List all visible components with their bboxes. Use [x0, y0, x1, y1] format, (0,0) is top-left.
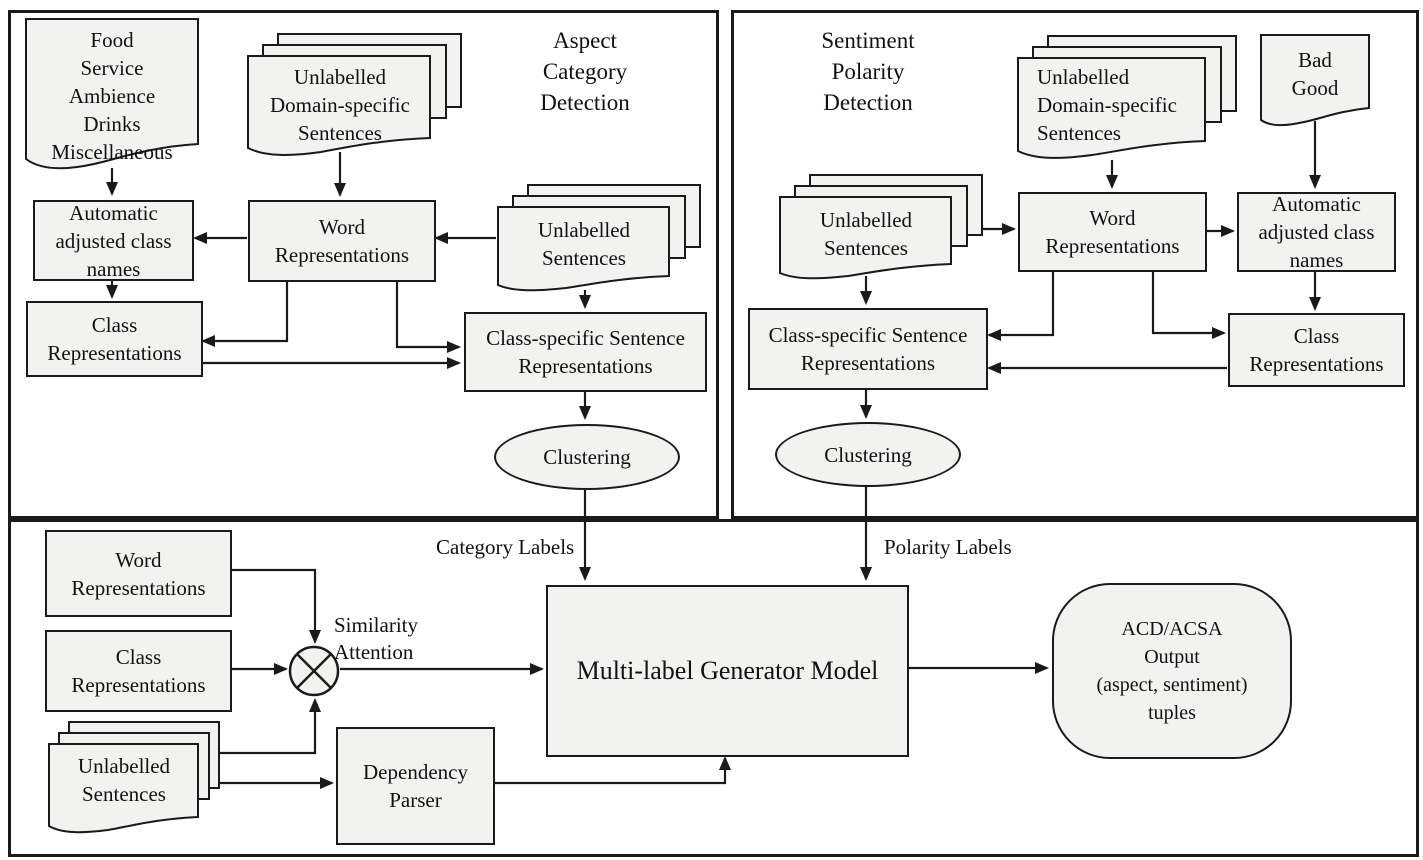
polarity-labels-label: Polarity Labels: [884, 535, 1012, 559]
unlabelled-sentences-label-acd: Unlabelled Sentences: [537, 218, 631, 270]
aspect-categories-doc-label: Food Service Ambience Drinks Miscellaneo…: [51, 28, 173, 164]
word-representations-bottom: Word Representations: [45, 530, 232, 617]
panel-generator: [8, 519, 1419, 857]
class-representations-spd: Class Representations: [1228, 313, 1405, 387]
aspect-categories-doc-shape: [25, 18, 199, 170]
acd-acsa-output: ACD/ACSA Output (aspect, sentiment) tupl…: [1052, 583, 1292, 759]
clustering-acd: Clustering: [494, 424, 680, 490]
unlabelled-domain-docs-label-spd: Unlabelled Domain-specific Sentences: [1037, 65, 1177, 145]
dependency-parser: Dependency Parser: [336, 727, 495, 845]
acd-panel-title: Aspect Category Detection: [540, 28, 630, 115]
unlabelled-sentences-shape-acd: [497, 184, 701, 292]
class-specific-sentence-representations-spd: Class-specific Sentence Representations: [748, 308, 988, 390]
panel-aspect-category-detection: [8, 10, 719, 519]
unlabelled-domain-docs-label-acd: Unlabelled Domain-specific Sentences: [270, 65, 410, 145]
clustering-spd: Clustering: [775, 422, 961, 487]
unlabelled-sentences-shape-spd: [779, 174, 983, 280]
word-representations-spd: Word Representations: [1018, 192, 1207, 272]
polarity-doc-shape: [1260, 34, 1370, 127]
polarity-doc-label: Bad Good: [1291, 48, 1339, 100]
word-representations-acd: Word Representations: [248, 200, 436, 282]
class-specific-sentence-representations-acd: Class-specific Sentence Representations: [464, 312, 707, 392]
unlabelled-domain-docs-shape-acd: [247, 33, 462, 156]
unlabelled-domain-docs-shape-spd: [1017, 35, 1237, 159]
class-representations-acd: Class Representations: [26, 301, 203, 377]
auto-adjusted-class-names-spd: Automatic adjusted class names: [1237, 192, 1396, 272]
similarity-attention-label: Similarity Attention: [334, 613, 418, 664]
auto-adjusted-class-names-acd: Automatic adjusted class names: [33, 200, 194, 281]
multi-label-generator-model: Multi-label Generator Model: [546, 585, 909, 757]
similarity-attention-operator-icon: [288, 645, 340, 697]
class-representations-bottom: Class Representations: [45, 630, 232, 712]
panel-sentiment-polarity-detection: [731, 10, 1419, 519]
unlabelled-sentences-label-bottom: Unlabelled Sentences: [77, 754, 171, 806]
category-labels-label: Category Labels: [436, 535, 575, 559]
unlabelled-sentences-shape-bottom: [48, 721, 220, 834]
spd-panel-title: Sentiment Polarity Detection: [821, 28, 915, 115]
unlabelled-sentences-label-spd: Unlabelled Sentences: [819, 208, 913, 260]
